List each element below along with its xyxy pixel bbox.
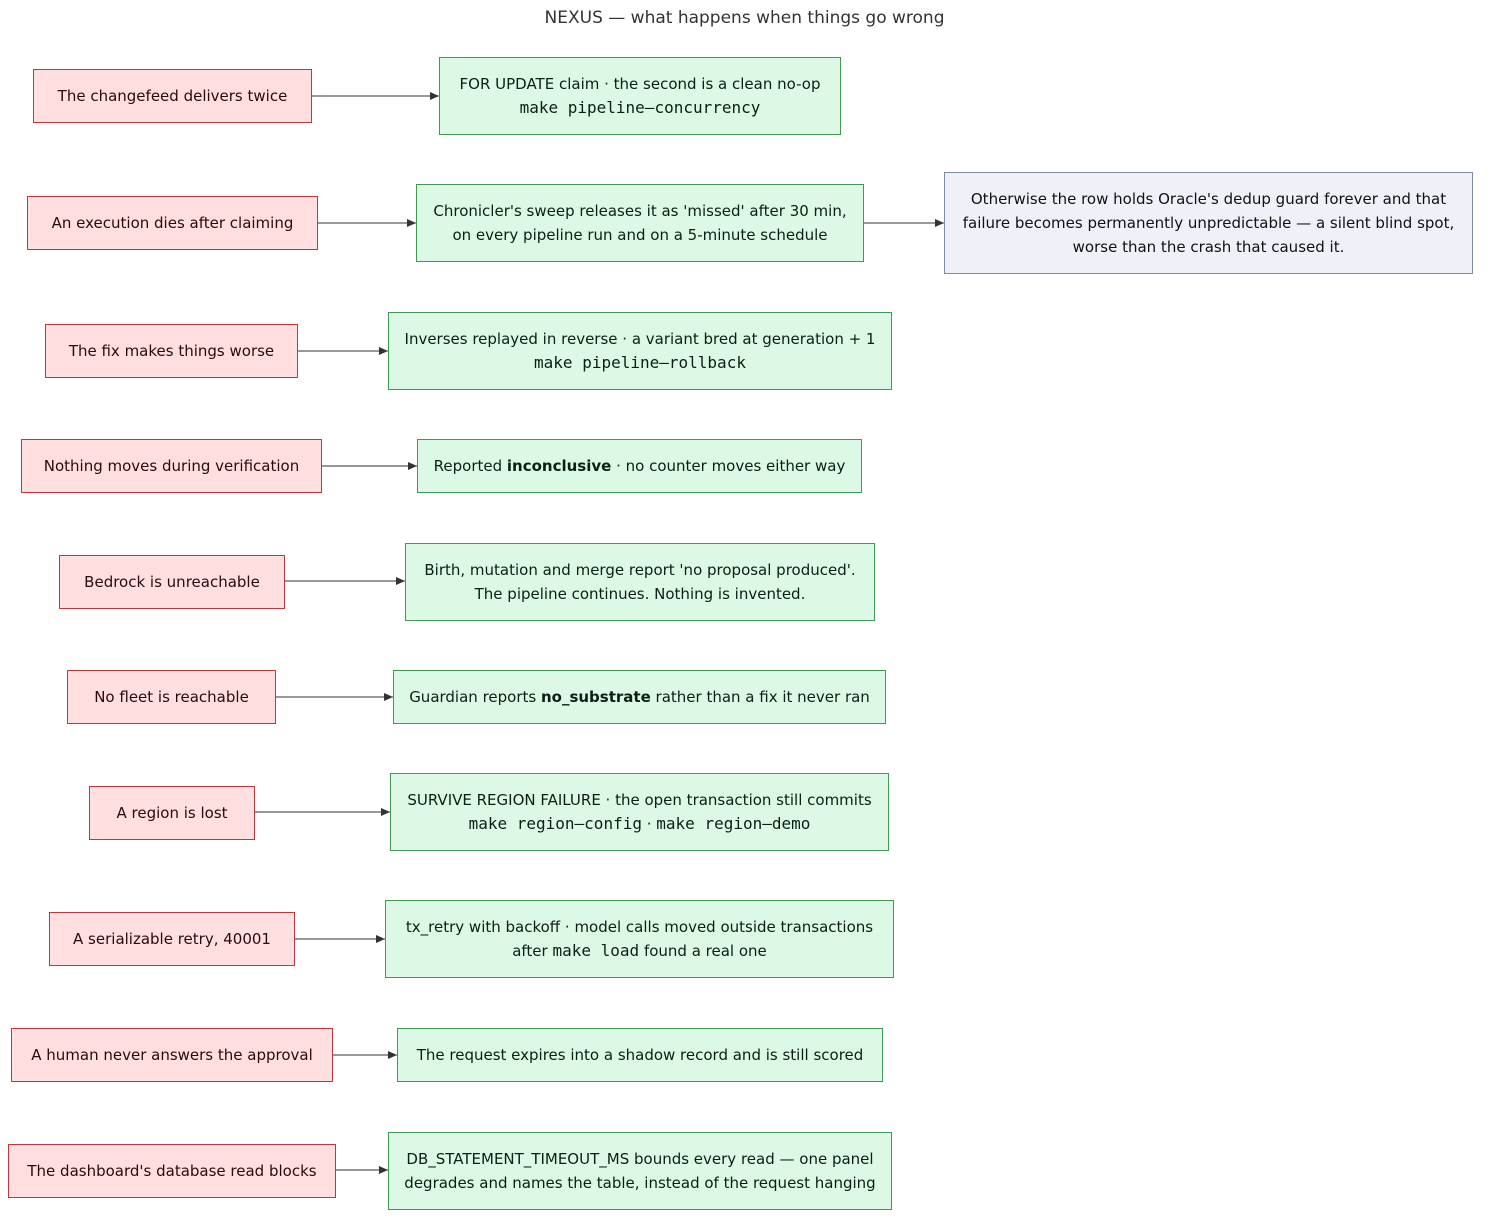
problem-label: Nothing moves during verification — [43, 457, 300, 475]
remedy-text-post: found a real one — [639, 942, 767, 960]
problem-node-human-approval: A human never answers the approval — [11, 1028, 333, 1082]
note-text: failure becomes permanently unpredictabl… — [962, 214, 1455, 232]
remedy-text-pre: Reported — [433, 457, 507, 475]
problem-node-region-lost: A region is lost — [89, 786, 255, 840]
remedy-node-nothing-moves: Reported inconclusive · no counter moves… — [417, 439, 862, 493]
remedy-node-no-fleet: Guardian reports no_substrate rather tha… — [393, 670, 886, 724]
problem-label: The changefeed delivers twice — [57, 87, 288, 105]
remedy-separator: · — [641, 815, 657, 833]
remedy-node-serializable-retry: tx_retry with backoff · model calls move… — [385, 900, 894, 978]
problem-label: A human never answers the approval — [31, 1046, 313, 1064]
remedy-text: degrades and names the table, instead of… — [404, 1174, 876, 1192]
remedy-node-dashboard-read: DB_STATEMENT_TIMEOUT_MS bounds every rea… — [388, 1132, 892, 1210]
remedy-text: on every pipeline run and on a 5-minute … — [452, 226, 828, 244]
note-node-blind-spot: Otherwise the row holds Oracle's dedup g… — [944, 172, 1473, 274]
remedy-command: make region—demo — [656, 814, 811, 833]
remedy-text-bold: no_substrate — [540, 688, 651, 706]
note-text: Otherwise the row holds Oracle's dedup g… — [970, 190, 1447, 208]
remedy-node-changefeed: FOR UPDATE claim · the second is a clean… — [439, 57, 841, 135]
remedy-text: The pipeline continues. Nothing is inven… — [474, 585, 806, 603]
problem-label: No fleet is reachable — [94, 688, 249, 706]
problem-label: The dashboard's database read blocks — [27, 1162, 317, 1180]
remedy-node-human-approval: The request expires into a shadow record… — [397, 1028, 883, 1082]
problem-node-changefeed: The changefeed delivers twice — [33, 69, 312, 123]
remedy-text-post: · no counter moves either way — [611, 457, 846, 475]
remedy-command: make load — [552, 941, 640, 960]
problem-label: Bedrock is unreachable — [84, 573, 260, 591]
remedy-text: Reported inconclusive · no counter moves… — [434, 454, 846, 478]
problem-label: A region is lost — [116, 804, 228, 822]
remedy-text-post: rather than a fix it never ran — [650, 688, 870, 706]
remedy-text: Chronicler's sweep releases it as 'misse… — [433, 202, 847, 220]
problem-label: The fix makes things worse — [68, 342, 275, 360]
remedy-text: The request expires into a shadow record… — [416, 1046, 864, 1064]
remedy-text: SURVIVE REGION FAILURE · the open transa… — [407, 791, 872, 809]
remedy-text: tx_retry with backoff · model calls move… — [405, 918, 874, 936]
problem-node-serializable-retry: A serializable retry, 40001 — [49, 912, 295, 966]
remedy-node-fix-worse: Inverses replayed in reverse · a variant… — [388, 312, 892, 390]
remedy-node-region-lost: SURVIVE REGION FAILURE · the open transa… — [390, 773, 889, 851]
problem-node-execution-dies: An execution dies after claiming — [27, 196, 318, 250]
remedy-text: DB_STATEMENT_TIMEOUT_MS bounds every rea… — [406, 1150, 874, 1168]
remedy-text: FOR UPDATE claim · the second is a clean… — [459, 75, 821, 93]
remedy-command: make pipeline—rollback — [534, 353, 746, 372]
remedy-text-pre: Guardian reports — [409, 688, 541, 706]
remedy-commands: make region—config · make region—demo — [469, 812, 811, 836]
note-text: worse than the crash that caused it. — [1072, 238, 1345, 256]
problem-label: An execution dies after claiming — [51, 214, 294, 232]
remedy-text: Guardian reports no_substrate rather tha… — [409, 685, 870, 709]
remedy-node-bedrock: Birth, mutation and merge report 'no pro… — [405, 543, 875, 621]
remedy-node-execution-dies: Chronicler's sweep releases it as 'misse… — [416, 184, 864, 262]
remedy-text: after make load found a real one — [512, 939, 767, 963]
problem-label: A serializable retry, 40001 — [73, 930, 271, 948]
remedy-text-bold: inconclusive — [506, 457, 612, 475]
problem-node-nothing-moves: Nothing moves during verification — [21, 439, 322, 493]
remedy-text: Birth, mutation and merge report 'no pro… — [424, 561, 856, 579]
remedy-text-pre: after — [512, 942, 553, 960]
problem-node-dashboard-read: The dashboard's database read blocks — [8, 1144, 336, 1198]
remedy-text: Inverses replayed in reverse · a variant… — [404, 330, 876, 348]
remedy-command: make pipeline—concurrency — [519, 98, 761, 117]
diagram-title: NEXUS — what happens when things go wron… — [544, 8, 945, 28]
problem-node-fix-worse: The fix makes things worse — [45, 324, 298, 378]
remedy-command: make region—config — [468, 814, 642, 833]
problem-node-bedrock: Bedrock is unreachable — [59, 555, 285, 609]
problem-node-no-fleet: No fleet is reachable — [67, 670, 276, 724]
